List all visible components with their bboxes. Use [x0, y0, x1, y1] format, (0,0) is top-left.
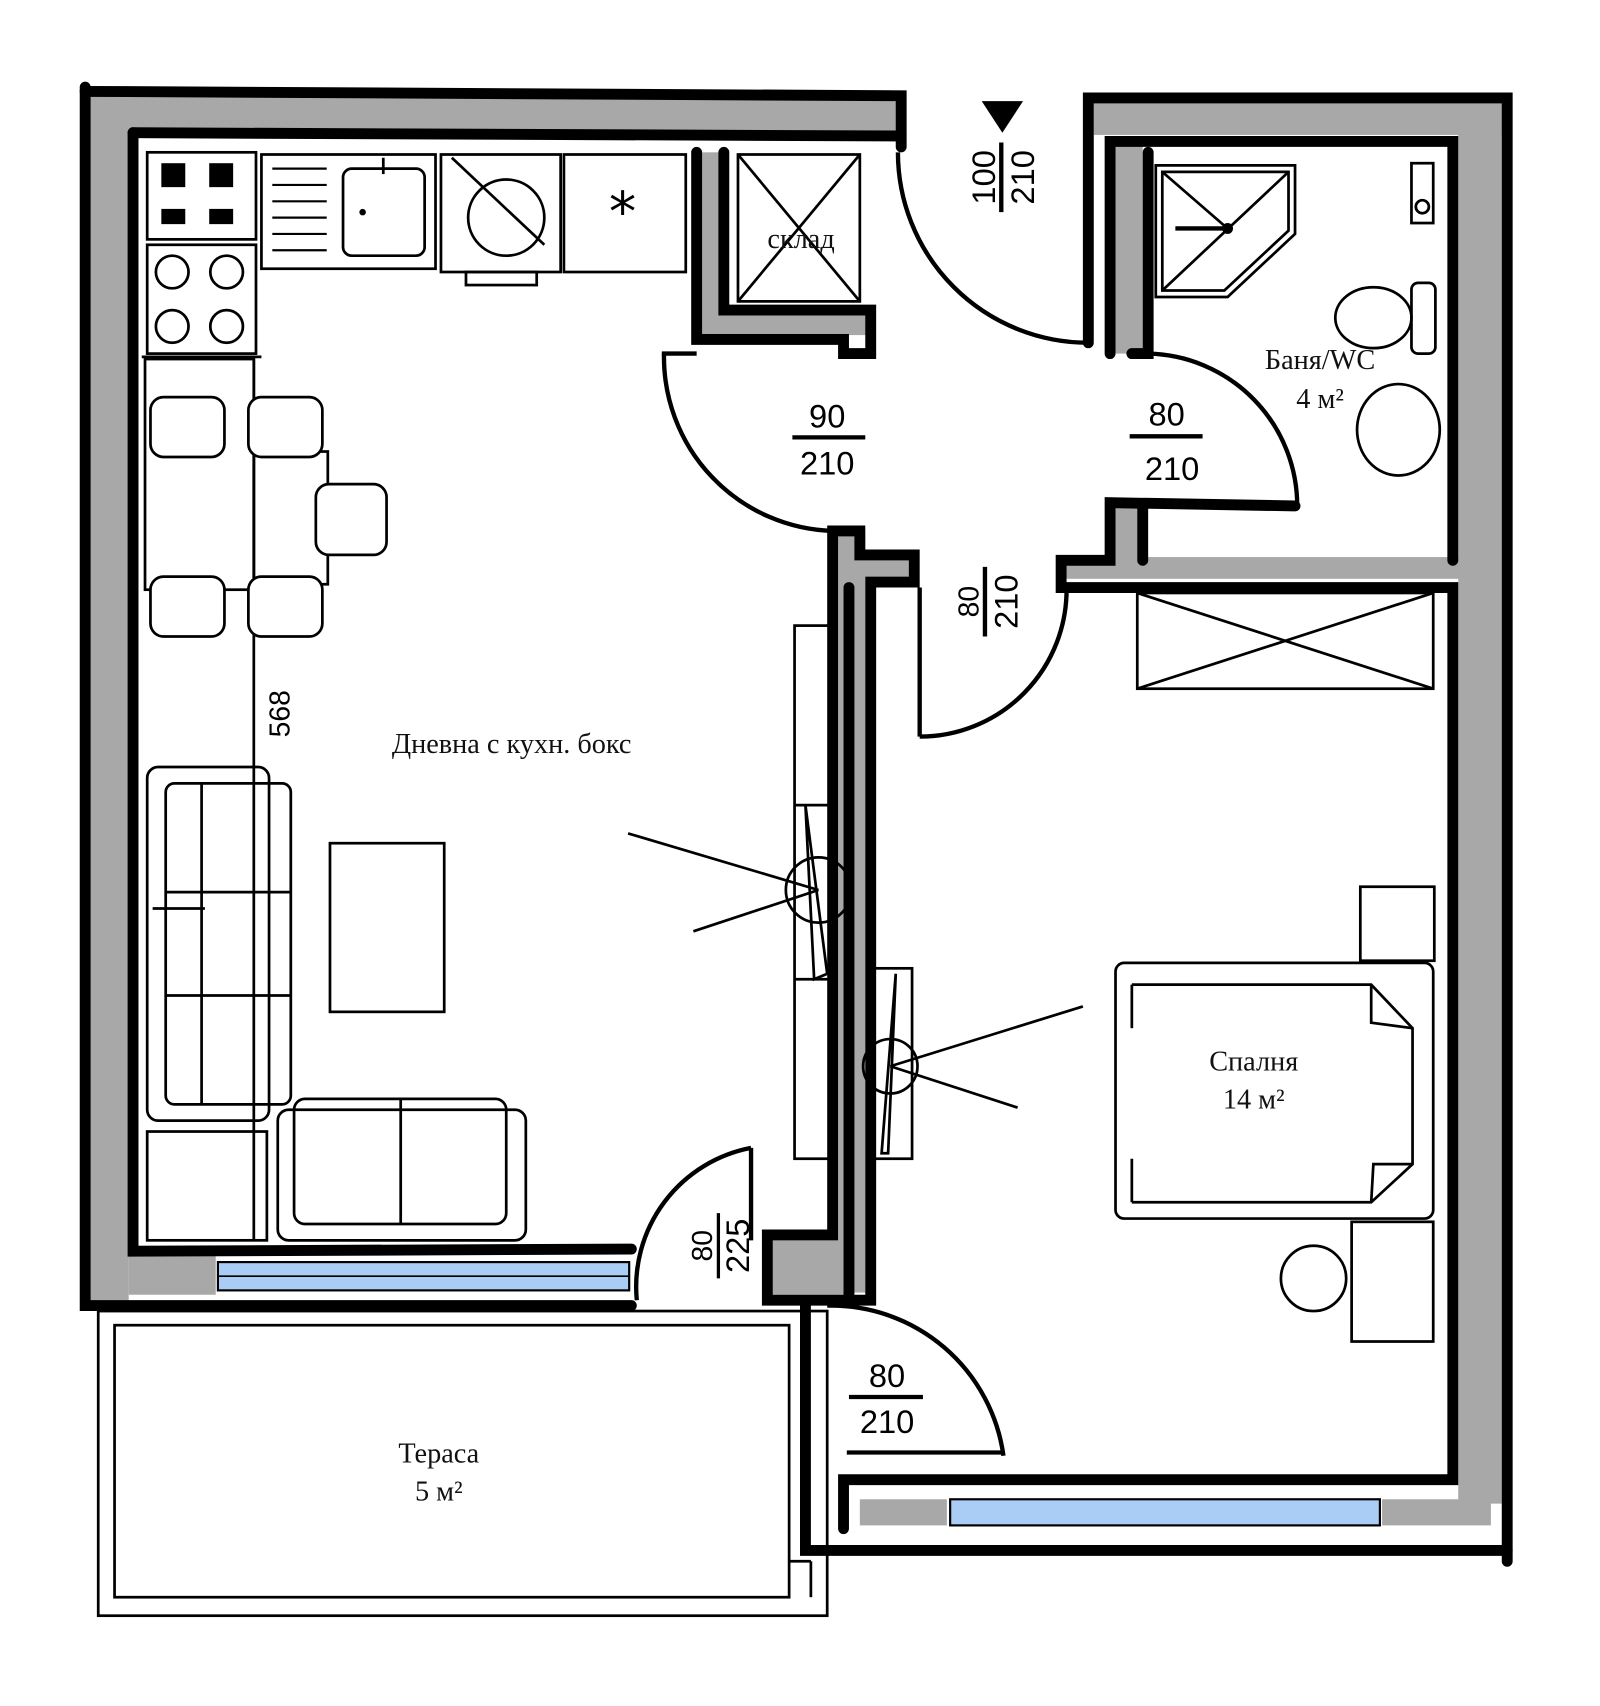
tv-unit-bedroom [872, 966, 914, 1161]
living-room-label: Дневна с кухн. бокс [392, 729, 632, 760]
toilet [1333, 285, 1413, 350]
door-dimensions: 568 90 210 80 210 80 210 100 210 80 210 … [264, 142, 1203, 1440]
bedroom-door-height: 210 [988, 574, 1025, 628]
room-labels: Дневна с кухн. бокс склад Баня/WC 4 м² С… [392, 224, 1375, 1507]
shower [1154, 164, 1297, 299]
living-door-width: 90 [809, 398, 845, 435]
terrace-living-door-width: 80 [686, 1230, 718, 1261]
sofa [145, 765, 271, 1123]
bedroom-door [919, 587, 1069, 739]
washbasin [1355, 382, 1442, 477]
terrace-label: Тераса [398, 1438, 479, 1469]
terrace [96, 1309, 829, 1618]
coffee-table [328, 841, 446, 1014]
terrace-area: 5 м² [415, 1476, 463, 1507]
bathroom-fixtures [1154, 161, 1442, 477]
storage-label: склад [767, 224, 834, 255]
bathroom-door-width: 80 [1149, 395, 1185, 432]
walls [89, 95, 1503, 1526]
entrance-arrow-icon [981, 101, 1024, 133]
terrace-bedroom-door-height: 210 [860, 1403, 914, 1440]
wall-lines [79, 81, 1513, 1567]
terrace-living-door-height: 225 [719, 1219, 756, 1273]
bedroom-door-width: 80 [952, 586, 984, 617]
entrance-door-width: 100 [965, 150, 1002, 204]
asterisk-icon: * [609, 181, 636, 244]
bathroom-door-height: 210 [1145, 450, 1199, 487]
sink [260, 153, 437, 271]
bathroom-door [1148, 351, 1300, 506]
bedroom-furniture [861, 591, 1436, 1343]
entrance-door [895, 152, 1089, 345]
living-length-dim: 568 [264, 690, 296, 737]
terrace-door-bedroom [827, 1303, 1006, 1457]
bed [1114, 961, 1435, 1220]
tv-unit [793, 624, 831, 1161]
terrace-door-living [634, 1145, 752, 1301]
window-bedroom [949, 1498, 1381, 1527]
kitchen-furniture: * [141, 150, 862, 359]
living-door-height: 210 [800, 444, 854, 481]
bedroom-area: 14 м² [1223, 1085, 1285, 1116]
storage-box [736, 153, 862, 303]
fridge [562, 153, 688, 274]
nightstand [1350, 1220, 1435, 1343]
bathroom-area: 4 м² [1296, 384, 1344, 415]
dining-set [143, 357, 388, 1241]
entrance-door-height: 210 [1004, 150, 1041, 204]
terrace-bedroom-door-width: 80 [869, 1357, 905, 1394]
bathroom-label: Баня/WC [1265, 345, 1375, 376]
bedroom-label: Спалня [1209, 1047, 1298, 1078]
lamp [1279, 1244, 1348, 1313]
doors [634, 101, 1300, 1457]
wardrobe [1135, 591, 1435, 691]
nightstand [1358, 885, 1436, 963]
living-furniture [145, 624, 853, 1242]
living-door [661, 353, 833, 534]
